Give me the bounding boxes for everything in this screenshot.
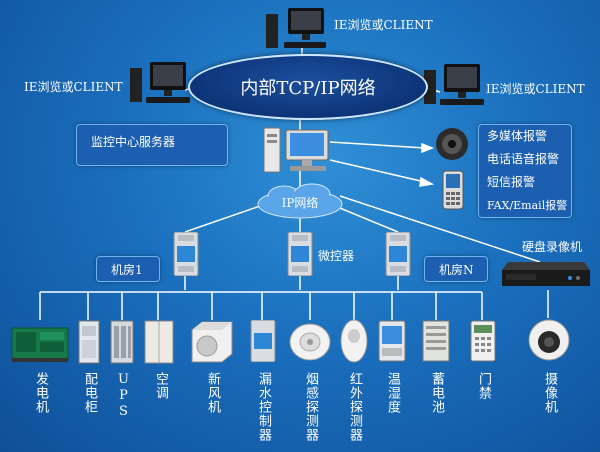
client-label-left: IE浏览或CLIENT (24, 80, 123, 94)
device-label-generator: 发电机 (33, 372, 48, 414)
infrared-detector-icon (340, 318, 368, 368)
dvr-label: 硬盘录像机 (522, 240, 583, 254)
alarm-item-fax-email: FAX/Email报警 (487, 199, 568, 212)
dvr-device (500, 260, 592, 294)
leak-controller-icon (250, 319, 276, 366)
computer-icon (130, 62, 190, 103)
device-label-distribution: 配电柜 (82, 372, 97, 414)
alarm-item-phone-voice: 电话语音报警 (487, 152, 560, 166)
ups-icon (110, 320, 134, 368)
server-icon (263, 127, 329, 173)
controller-label: 微控器 (318, 249, 355, 263)
computer-icon (424, 64, 484, 105)
dvr-icon (502, 262, 590, 286)
thermo-hygrometer-icon (378, 320, 406, 366)
alarm-list-box: 多媒体报警 电话语音报警 短信报警 FAX/Email报警 (478, 124, 572, 218)
alarm-item-sms: 短信报警 (487, 175, 536, 189)
device-label-thermo: 温湿度 (385, 372, 400, 414)
server-label: 监控中心服务器 (91, 135, 176, 149)
tcp-ip-network-ellipse: 内部TCP/IP网络 (188, 54, 428, 120)
client-computer-top (266, 6, 332, 56)
room-n-box: 机房N (424, 256, 488, 282)
device-label-aircon: 空调 (153, 372, 168, 400)
ip-network-label: IP网络 (281, 196, 319, 210)
speaker-icon (434, 126, 470, 166)
client-label-right: IE浏览或CLIENT (486, 82, 585, 96)
server-label-box: 监控中心服务器 (76, 124, 228, 166)
controller-icon (287, 231, 313, 277)
air-conditioner-icon (144, 320, 174, 368)
fresh-air-unit-icon (190, 320, 234, 368)
room-1-box: 机房1 (96, 256, 160, 282)
device-label-fresh-air: 新风机 (205, 372, 220, 414)
computer-icon (266, 8, 326, 48)
access-control-icon (470, 320, 496, 366)
client-computer-right (424, 62, 490, 112)
cloud-icon (257, 183, 343, 219)
device-label-ups: UPS (116, 372, 131, 420)
client-computer-left (130, 60, 196, 110)
battery-icon (422, 320, 450, 366)
controller-icon (385, 231, 411, 277)
smoke-detector-icon (288, 320, 332, 366)
controller-right (384, 231, 412, 280)
device-label-infrared: 红外探测器 (347, 372, 362, 442)
generator-icon (10, 322, 70, 368)
dome-camera-icon (528, 318, 570, 366)
room-1-label: 机房1 (111, 263, 143, 277)
device-label-leak: 漏水控制器 (256, 372, 271, 442)
mobile-phone-icon (442, 170, 464, 214)
device-label-battery: 蓄电池 (429, 372, 444, 414)
alarm-item-multimedia: 多媒体报警 (487, 129, 548, 143)
ip-network-cloud: IP网络 (250, 182, 350, 226)
controller-center (286, 231, 314, 280)
controller-left (172, 231, 200, 280)
client-label-top: IE浏览或CLIENT (334, 18, 433, 32)
room-n-label: 机房N (439, 263, 474, 277)
device-label-camera: 摄像机 (542, 372, 557, 414)
controller-icon (173, 231, 199, 277)
distribution-cabinet-icon (78, 320, 100, 368)
server-computer (263, 126, 336, 180)
device-label-access: 门禁 (476, 372, 491, 400)
network-title: 内部TCP/IP网络 (240, 78, 376, 99)
device-label-smoke: 烟感探测器 (303, 372, 318, 442)
